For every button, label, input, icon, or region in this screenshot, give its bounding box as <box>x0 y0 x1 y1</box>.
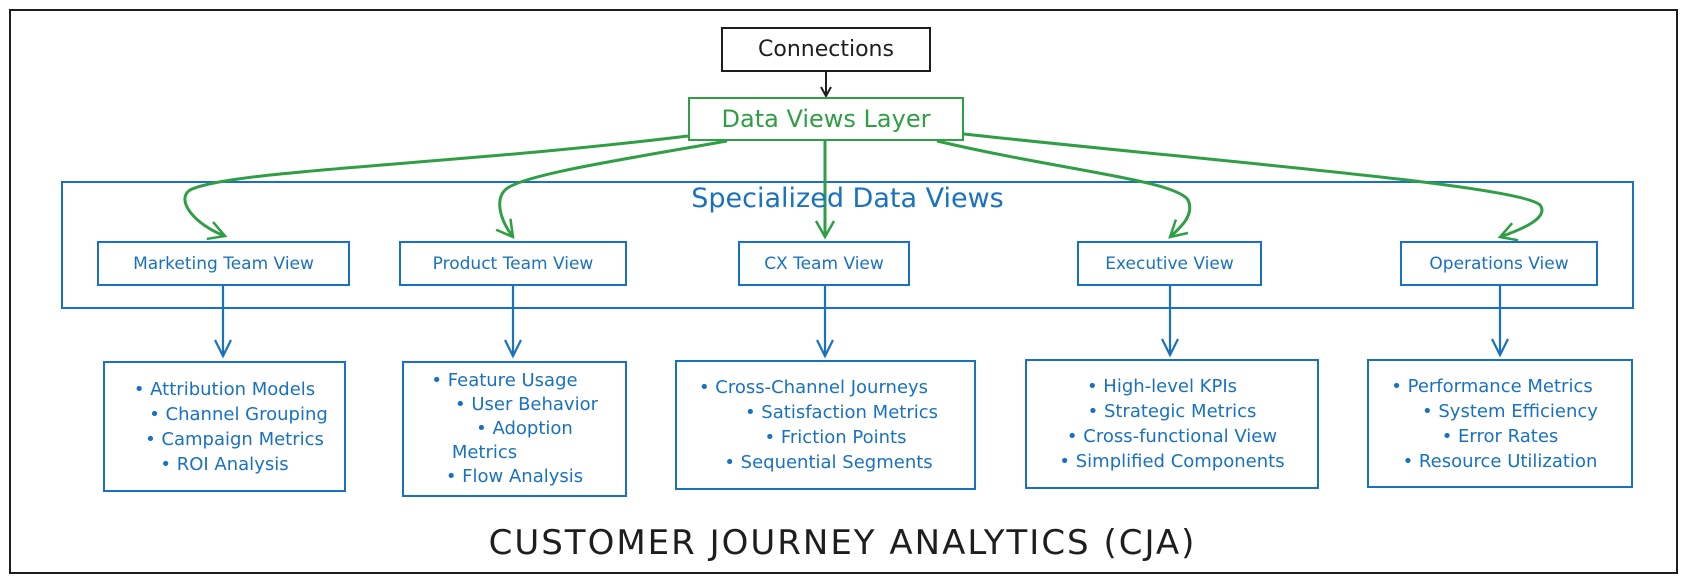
detail-item: • Error Rates <box>1441 425 1559 447</box>
detail-item: • ROI Analysis <box>160 453 289 475</box>
arrow-layer-to-operations <box>963 132 1544 242</box>
view-label: Operations View <box>1429 253 1569 274</box>
connections-label: Connections <box>758 37 894 62</box>
details-box-executive[interactable]: • High-level KPIs • Strategic Metrics • … <box>1025 359 1319 489</box>
section-title: Specialized Data Views <box>691 183 1004 214</box>
view-node-executive[interactable]: Executive View <box>1077 241 1262 286</box>
details-box-cx[interactable]: • Cross-Channel Journeys • Satisfaction … <box>675 360 976 490</box>
data-views-layer-node[interactable]: Data Views Layer <box>688 97 964 141</box>
view-label: CX Team View <box>764 253 884 274</box>
detail-item: • Resource Utilization <box>1402 450 1598 472</box>
view-label: Executive View <box>1105 253 1234 274</box>
detail-item: Metrics <box>451 442 518 463</box>
arrow-layer-to-marketing <box>183 134 689 241</box>
detail-item: • Cross-Channel Journeys <box>698 377 929 398</box>
diagram-frame <box>9 9 1678 574</box>
data-views-layer-label: Data Views Layer <box>721 105 931 133</box>
details-box-product[interactable]: • Feature Usage • User Behavior • Adopti… <box>402 361 627 497</box>
detail-item: • Feature Usage <box>431 370 578 391</box>
detail-item: • Cross-functional View <box>1066 426 1278 447</box>
view-node-marketing[interactable]: Marketing Team View <box>97 241 350 286</box>
detail-item: • Flow Analysis <box>445 466 584 487</box>
specialized-views-container <box>61 181 1634 309</box>
detail-item: • Channel Grouping <box>149 403 328 425</box>
detail-item: • Adoption <box>476 418 573 439</box>
detail-item: • Sequential Segments <box>724 452 933 473</box>
view-node-product[interactable]: Product Team View <box>399 241 627 286</box>
connections-node[interactable]: Connections <box>721 27 931 72</box>
details-box-marketing[interactable]: • Attribution Models • Channel Grouping … <box>103 361 346 492</box>
view-node-operations[interactable]: Operations View <box>1400 241 1598 286</box>
detail-item: • Performance Metrics <box>1391 375 1593 397</box>
detail-item: • Simplified Components <box>1059 451 1285 472</box>
detail-item: • Attribution Models <box>133 378 316 400</box>
detail-item: • Campaign Metrics <box>145 428 324 450</box>
detail-item: • User Behavior <box>454 394 598 415</box>
arrow-layer-to-product <box>495 139 728 240</box>
view-node-cx[interactable]: CX Team View <box>738 241 910 286</box>
detail-item: • Strategic Metrics <box>1087 401 1257 422</box>
detail-item: • Friction Points <box>764 427 907 448</box>
arrow-layer-to-executive <box>936 139 1192 239</box>
diagram-title: CUSTOMER JOURNEY ANALYTICS (CJA) <box>488 523 1197 563</box>
detail-item: • High-level KPIs <box>1086 376 1238 397</box>
detail-item: • System Efficiency <box>1422 400 1598 422</box>
detail-item: • Satisfaction Metrics <box>744 402 939 423</box>
details-box-operations[interactable]: • Performance Metrics • System Efficienc… <box>1367 359 1633 488</box>
view-label: Product Team View <box>432 253 594 274</box>
view-label: Marketing Team View <box>133 253 314 274</box>
